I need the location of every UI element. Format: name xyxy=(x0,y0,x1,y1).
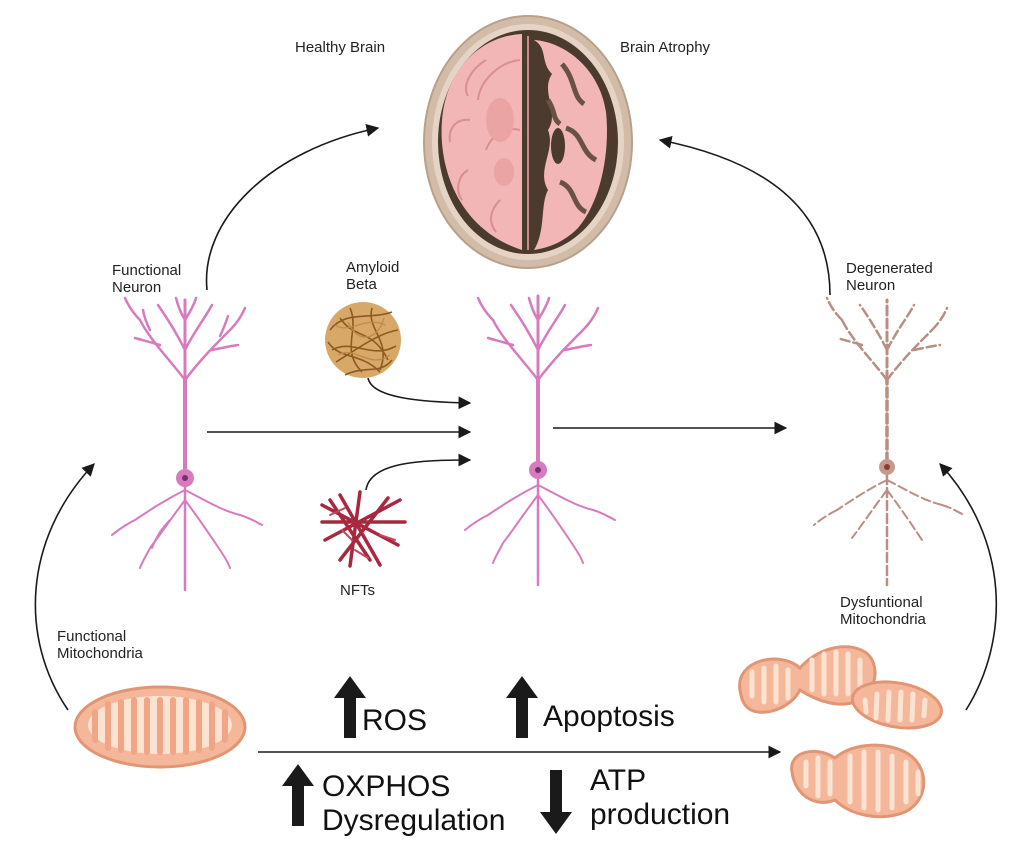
functional-neuron-label-line2: Neuron xyxy=(112,279,162,296)
amyloid-beta-label-line2: Beta xyxy=(346,276,377,293)
degenerated-neuron-label-line1: Degenerated xyxy=(846,260,933,277)
arrow-nfts-to-neuron xyxy=(365,453,472,491)
effect-arrows xyxy=(282,676,572,834)
dysfunctional-mitochondrion-1 xyxy=(738,645,877,714)
oxphos-up-arrow xyxy=(282,764,314,826)
functional-mitochondria-label-line2: Mitochondria xyxy=(57,645,143,662)
oxphos-label-line2: Dysregulation xyxy=(322,804,506,837)
functional-neuron-illustration xyxy=(111,296,263,592)
dysfunctional-mitochondria-label-line2: Mitochondria xyxy=(840,611,926,628)
arrow-dysfunctional-to-degenerated xyxy=(939,463,997,711)
affected-neuron-illustration xyxy=(464,294,616,587)
brain-atrophy-label: Brain Atrophy xyxy=(620,39,711,56)
degenerated-nucleus xyxy=(884,464,890,470)
arrow-degenerated-to-atrophy xyxy=(658,135,831,296)
apoptosis-label: Apoptosis xyxy=(543,700,675,733)
healthy-brain-label: Healthy Brain xyxy=(295,39,386,56)
amyloid-beta-illustration xyxy=(325,302,401,378)
ros-label: ROS xyxy=(362,704,428,737)
arrow-amyloid-to-neuron xyxy=(367,377,472,410)
functional-mitochondria-label-line1: Functional xyxy=(57,628,127,645)
nfts-illustration xyxy=(320,490,407,568)
functional-mitochondrion-illustration xyxy=(73,685,247,769)
dysfunctional-mitochondria-label-line1: Dysfuntional xyxy=(840,594,923,611)
process-arrows xyxy=(34,124,997,759)
apoptosis-up-arrow xyxy=(506,676,538,738)
arrow-neuron-to-healthy-brain xyxy=(205,124,380,291)
oxphos-label-line1: OXPHOS xyxy=(322,770,451,803)
dysfunctional-mitochondria-label: Dysfuntional Mitochondria xyxy=(840,594,926,628)
degenerated-neuron-label-line2: Neuron xyxy=(846,277,896,294)
dysfunctional-mitochondria-illustration xyxy=(738,645,943,819)
dysfunctional-mitochondrion-2 xyxy=(851,680,943,730)
ros-up-arrow xyxy=(334,676,366,738)
arrow-mitochondria-to-neuron xyxy=(34,463,95,711)
atp-down-arrow xyxy=(540,770,572,834)
atp-label-line1: ATP xyxy=(590,764,647,797)
amyloid-beta-label-line1: Amyloid xyxy=(346,259,400,276)
amyloid-beta-label: Amyloid Beta xyxy=(346,259,399,293)
dysfunctional-mitochondrion-3 xyxy=(790,743,926,819)
nfts-label: NFTs xyxy=(340,582,375,599)
atp-label-line2: production xyxy=(590,798,731,831)
oxphos-dysregulation-label: OXPHOS Dysregulation xyxy=(322,770,505,838)
brain-illustration xyxy=(423,15,633,269)
functional-mitochondria-label: Functional Mitochondria xyxy=(57,628,143,662)
functional-neuron-label-line1: Functional xyxy=(112,262,182,279)
degenerated-neuron-illustration xyxy=(813,296,965,587)
atp-production-label: ATP production xyxy=(590,764,730,832)
degenerated-neuron-label: Degenerated Neuron xyxy=(846,260,933,294)
functional-neuron-label: Functional Neuron xyxy=(112,262,181,296)
